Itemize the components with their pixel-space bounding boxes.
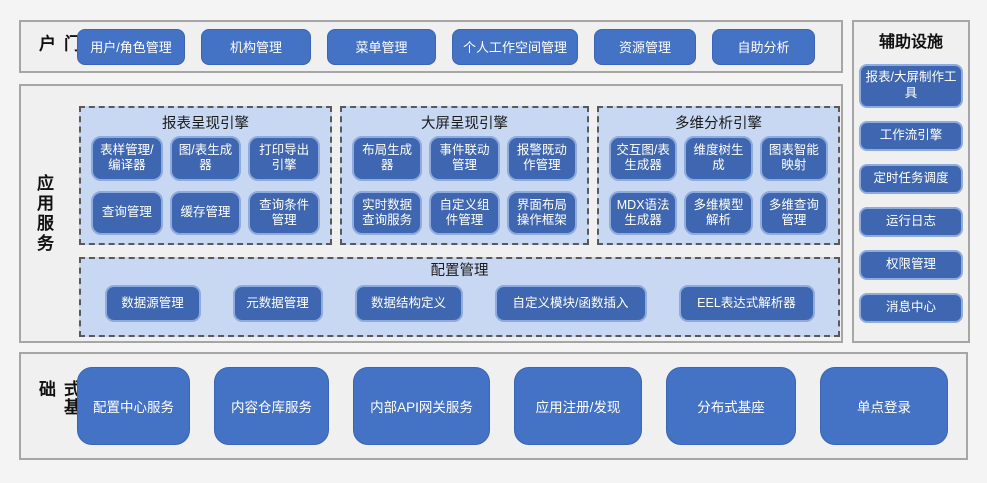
portal-item-org: 机构管理: [201, 28, 311, 65]
config-management-panel: 配置管理 数据源管理 元数据管理 数据结构定义 自定义模块/函数插入 EEL表达…: [79, 257, 840, 337]
engine-block: 查询条件管理: [248, 190, 320, 235]
aux-block-permission-mgmt: 权限管理: [859, 250, 963, 280]
config-block: 元数据管理: [232, 285, 323, 322]
bigscreen-engine-panel: 大屏呈现引擎 布局生成器 事件联动管理 报警既动作管理 实时数据查询服务 自定义…: [340, 106, 589, 245]
dist-block-api-gateway: 内部API网关服务: [353, 367, 490, 445]
app-services-label: 应用服务: [34, 173, 53, 254]
dist-block-sso: 单点登录: [820, 367, 948, 445]
portal-section-label: 门户: [36, 34, 80, 55]
engine-block: 表样管理/编译器: [91, 136, 163, 181]
bigscreen-engine-title: 大屏呈现引擎: [421, 116, 508, 132]
engine-block: 维度树生成: [684, 136, 753, 181]
auxiliary-items-column: 辅助设施 报表/大屏制作工具 工作流引擎 定时任务调度 运行日志 权限管理 消息…: [854, 22, 968, 336]
dist-block-distributed-base: 分布式基座: [666, 367, 796, 445]
config-block: 自定义模块/函数插入: [494, 285, 647, 322]
dist-block-config-center: 配置中心服务: [77, 367, 190, 445]
report-engine-title: 报表呈现引擎: [162, 116, 249, 132]
report-engine-panel: 报表呈现引擎 表样管理/编译器 图/表生成器 打印导出引擎 查询管理 缓存管理 …: [79, 106, 332, 245]
engine-block: 界面布局操作框架: [506, 190, 577, 235]
engine-block: 查询管理: [91, 190, 163, 235]
aux-block-report-screen-tool: 报表/大屏制作工具: [859, 64, 963, 108]
config-block: EEL表达式解析器: [678, 285, 815, 322]
auxiliary-facilities-section: 辅助设施 报表/大屏制作工具 工作流引擎 定时任务调度 运行日志 权限管理 消息…: [852, 20, 970, 343]
engine-block: 实时数据查询服务: [352, 190, 423, 235]
aux-block-message-center: 消息中心: [859, 293, 963, 323]
distributed-base-section: 分布式基础 配置中心服务 内容仓库服务 内部API网关服务 应用注册/发现 分布…: [19, 352, 968, 460]
olap-engine-title: 多维分析引擎: [675, 116, 762, 132]
dist-block-content-repo: 内容仓库服务: [214, 367, 329, 445]
engine-block: MDX语法生成器: [609, 190, 678, 235]
aux-block-task-scheduler: 定时任务调度: [859, 164, 963, 194]
engine-block: 图表智能映射: [759, 136, 828, 181]
config-items-row: 数据源管理 元数据管理 数据结构定义 自定义模块/函数插入 EEL表达式解析器: [81, 285, 838, 322]
olap-engine-panel: 多维分析引擎 交互图/表生成器 维度树生成 图表智能映射 MDX语法生成器 多维…: [597, 106, 840, 245]
engine-block: 缓存管理: [169, 190, 242, 235]
bigscreen-engine-grid: 布局生成器 事件联动管理 报警既动作管理 实时数据查询服务 自定义组件管理 界面…: [352, 136, 577, 235]
dist-block-app-registry: 应用注册/发现: [514, 367, 642, 445]
portal-section: 门户 用户/角色管理 机构管理 菜单管理 个人工作空间管理 资源管理 自助分析: [19, 20, 843, 73]
portal-item-menu: 菜单管理: [327, 28, 436, 65]
engine-block: 多维查询管理: [759, 190, 828, 235]
report-engine-grid: 表样管理/编译器 图/表生成器 打印导出引擎 查询管理 缓存管理 查询条件管理: [91, 136, 320, 235]
engine-block: 事件联动管理: [429, 136, 500, 181]
engine-block: 多维模型解析: [684, 190, 753, 235]
app-services-section: 应用服务 报表呈现引擎 表样管理/编译器 图/表生成器 打印导出引擎 查询管理 …: [19, 84, 843, 343]
portal-item-selfservice: 自助分析: [712, 28, 815, 65]
aux-block-run-logs: 运行日志: [859, 207, 963, 237]
portal-item-workspace: 个人工作空间管理: [452, 28, 578, 65]
config-block: 数据源管理: [104, 285, 201, 322]
config-block: 数据结构定义: [354, 285, 463, 322]
engine-block: 报警既动作管理: [506, 136, 577, 181]
portal-item-resource: 资源管理: [594, 28, 696, 65]
engine-block: 图/表生成器: [169, 136, 242, 181]
distributed-items-row: 配置中心服务 内容仓库服务 内部API网关服务 应用注册/发现 分布式基座 单点…: [77, 354, 948, 458]
aux-block-workflow-engine: 工作流引擎: [859, 121, 963, 151]
config-management-title: 配置管理: [430, 263, 489, 279]
portal-items-row: 用户/角色管理 机构管理 菜单管理 个人工作空间管理 资源管理 自助分析: [77, 22, 815, 71]
engine-block: 交互图/表生成器: [609, 136, 678, 181]
portal-item-user-role: 用户/角色管理: [77, 28, 185, 65]
auxiliary-facilities-title: 辅助设施: [878, 34, 943, 51]
olap-engine-grid: 交互图/表生成器 维度树生成 图表智能映射 MDX语法生成器 多维模型解析 多维…: [609, 136, 828, 235]
engine-block: 布局生成器: [352, 136, 423, 181]
engine-block: 自定义组件管理: [429, 190, 500, 235]
engine-block: 打印导出引擎: [248, 136, 320, 181]
